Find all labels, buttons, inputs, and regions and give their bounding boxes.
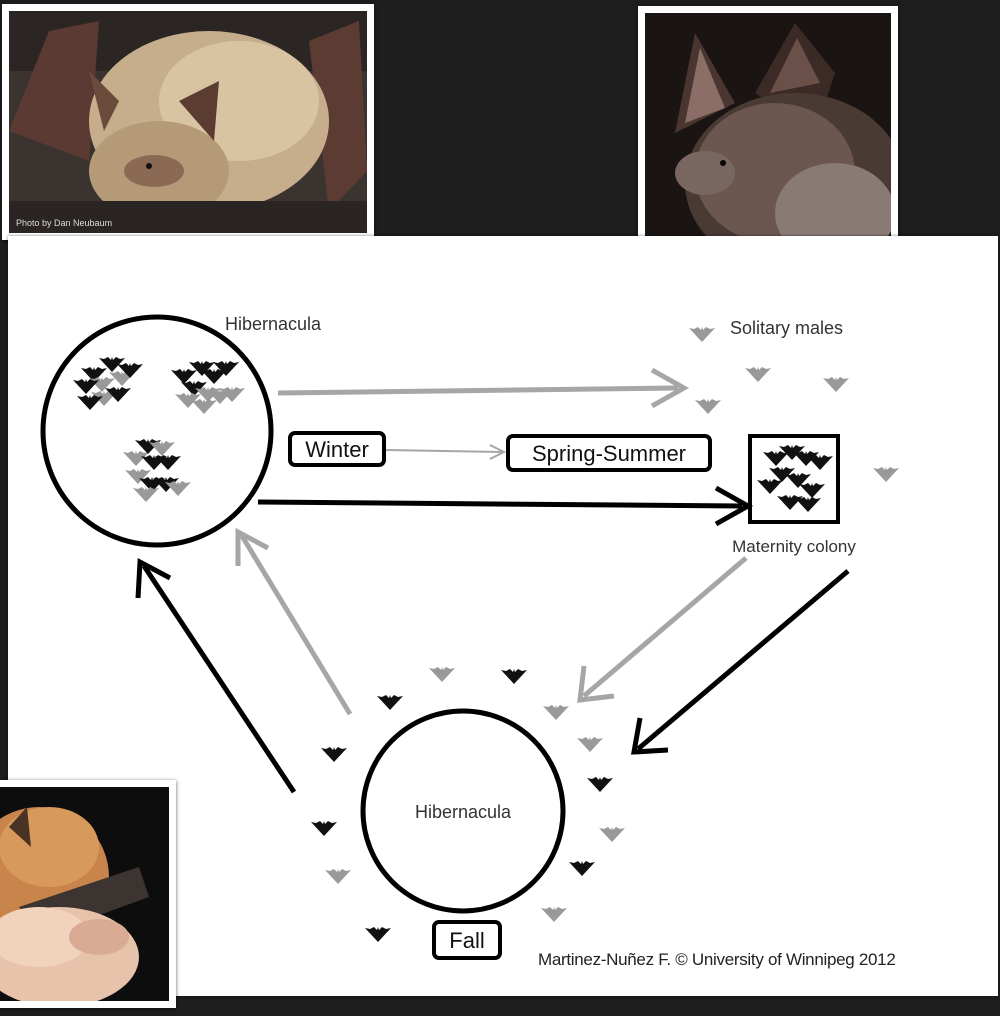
bat-icon	[577, 737, 603, 752]
credit-text: Martinez-Nuñez F. © University of Winnip…	[538, 950, 895, 970]
bat-icon	[689, 327, 715, 342]
bat-icon	[587, 777, 613, 792]
season-fall-box: Fall	[434, 922, 500, 958]
bat-photo-top-left: Photo by Dan Neubaum	[2, 4, 374, 240]
bat-icon	[377, 695, 403, 710]
bat-icon	[325, 869, 351, 884]
hibernacula-top-circle	[43, 317, 271, 545]
bat-icon	[695, 399, 721, 414]
bat-icon	[823, 377, 849, 392]
bat-icon	[569, 861, 595, 876]
arrow-hibernacula-to-solitary-males	[278, 370, 684, 406]
arrow-hibernacula-to-maternity-colony	[258, 488, 748, 524]
bat-icon	[599, 827, 625, 842]
bat-icon	[321, 747, 347, 762]
bat-photo-image	[9, 11, 367, 233]
bat-photo-top-right	[638, 6, 898, 268]
bat-icon	[873, 467, 899, 482]
bat-icon	[501, 669, 527, 684]
season-winter-label: Winter	[305, 437, 369, 462]
bat-icon	[429, 667, 455, 682]
arrow-maternity-to-fall-black	[634, 571, 848, 752]
bat-icon	[311, 821, 337, 836]
arrow-winter-to-spring-summer	[386, 445, 504, 459]
bat-icon	[541, 907, 567, 922]
season-spring-summer-label: Spring-Summer	[532, 441, 686, 466]
arrow-fall-to-hibernacula-gray	[238, 532, 350, 714]
bat-icon	[365, 927, 391, 942]
solitary-males-label: Solitary males	[730, 318, 843, 338]
season-spring-summer-box: Spring-Summer	[508, 436, 710, 470]
credit-text-box: Martinez-Nuñez F. © University of Winnip…	[524, 934, 968, 986]
season-winter-box: Winter	[290, 433, 384, 465]
season-fall-label: Fall	[449, 928, 484, 953]
hibernacula-top-label: Hibernacula	[225, 314, 322, 334]
bat-photo-bottom-left	[0, 780, 176, 1008]
bat-photo-image	[0, 787, 169, 1001]
hibernacula-bottom-label: Hibernacula	[415, 802, 512, 822]
maternity-colony-label: Maternity colony	[732, 537, 856, 556]
arrow-fall-to-hibernacula-black	[138, 562, 294, 792]
bat-icon	[543, 705, 569, 720]
bat-photo-image	[645, 13, 891, 261]
photo-credit: Photo by Dan Neubaum	[16, 218, 112, 228]
bat-icon	[745, 367, 771, 382]
